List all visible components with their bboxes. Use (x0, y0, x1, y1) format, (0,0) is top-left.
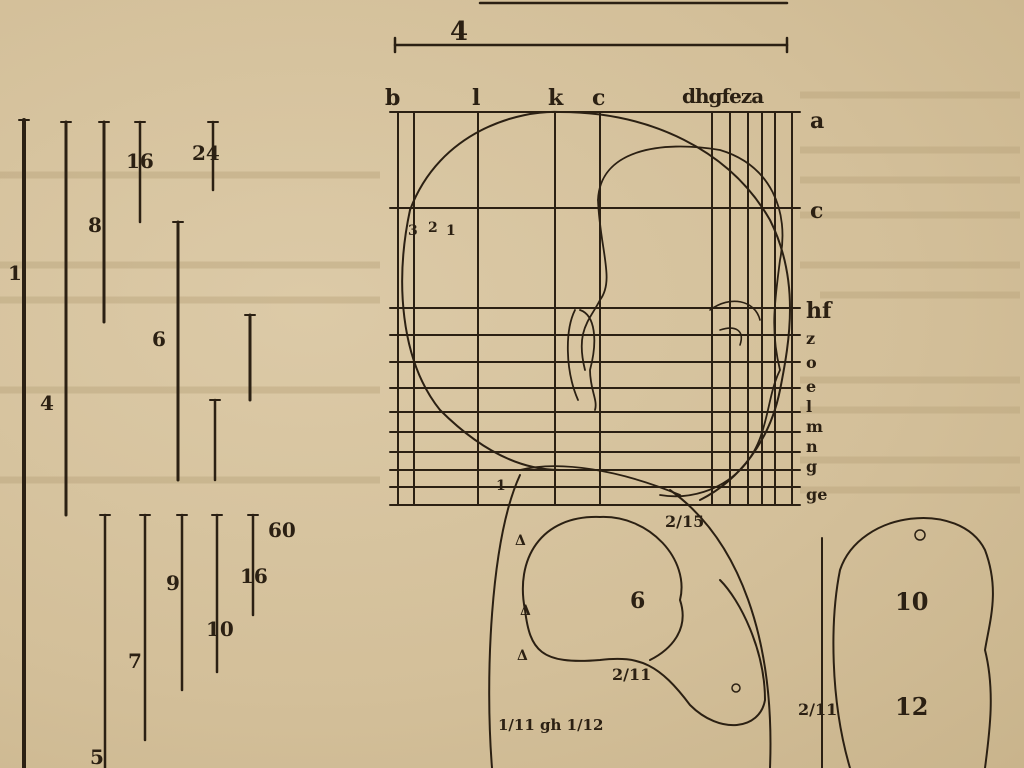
lower-front-view: 2/15 6 2/11 1/11 gh 1/12 Δ Δ Δ (488, 474, 772, 768)
grid-top-label: k (548, 85, 564, 111)
grid-top-label: l (472, 85, 480, 111)
ruler-label: 6 (152, 327, 166, 351)
grid-right-label: c (810, 198, 823, 224)
grid-inner-label: 1 (496, 478, 506, 494)
lower-side-view: 2/11 10 12 (798, 517, 994, 768)
triangle-mark: Δ (515, 533, 526, 549)
ruler-label: 5 (90, 745, 104, 768)
fraction-label: 2/15 (665, 512, 704, 531)
ruler-extra-label: 60 (268, 518, 296, 542)
grid-right-label: e (806, 377, 816, 396)
grid-top-label: b (385, 85, 400, 111)
triangle-mark: Δ (520, 603, 531, 619)
grid-inner-label: 1 (446, 223, 456, 239)
head-outline (401, 110, 791, 501)
label-ten: 10 (895, 587, 928, 616)
ruler-label: 7 (128, 649, 142, 673)
ruler-label: 16 (240, 564, 268, 588)
ruler-label: 10 (206, 617, 234, 641)
ruler-label: 8 (88, 213, 102, 237)
label-six: 6 (630, 588, 645, 614)
grid-top-label: dhgfeza (682, 84, 764, 108)
grid-right-label: hf (806, 298, 833, 324)
grid-right-label: a (810, 108, 824, 134)
ruler-label: 1 (8, 261, 22, 285)
grid-right-label: z (806, 329, 815, 348)
label-twelve: 12 (895, 692, 928, 721)
triangle-mark: Δ (517, 648, 528, 664)
ruler-label: 9 (166, 571, 180, 595)
fraction-label: 2/11 (612, 665, 651, 684)
top-scale-label: 4 (450, 17, 468, 47)
grid-right-label: n (806, 437, 818, 456)
grid-right-label: ge (806, 485, 827, 504)
grid-right-label: o (806, 353, 817, 372)
fraction-label: 2/11 (798, 700, 837, 719)
grid-inner-label: 2 (428, 220, 438, 236)
ruler-label: 16 (126, 149, 154, 173)
grid-top-label: c (592, 85, 605, 111)
grid-inner-label: 3 (408, 223, 418, 239)
bottom-left-label: 1/11 gh 1/12 (498, 716, 603, 734)
measurement-rulers: 1 4 8 16 24 6 5 7 9 10 16 (8, 118, 268, 768)
grid-right-label: l (806, 397, 812, 416)
top-scale: 4 (393, 1, 789, 54)
show-through-text (0, 91, 1020, 494)
grid-right-label: m (806, 417, 823, 436)
ruler-label: 24 (192, 141, 220, 165)
grid-right-label: g (806, 457, 817, 476)
ruler-label: 4 (40, 391, 54, 415)
